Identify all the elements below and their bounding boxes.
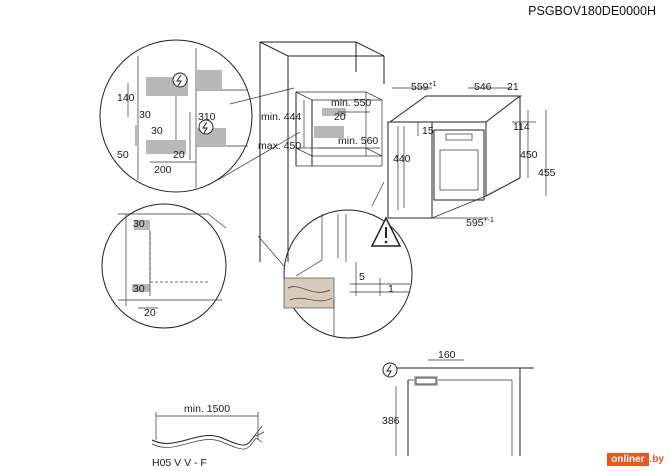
dim-min-550: min. 550 <box>331 97 371 109</box>
cable-type-label: H05 V V - F <box>152 457 207 469</box>
warning-icon <box>370 216 402 247</box>
model-code: PSGBOV180DE0000H <box>528 4 656 18</box>
dim-30: 30 <box>139 109 151 121</box>
side-detail-circle <box>101 203 227 329</box>
watermark-logo: onliner.by <box>607 451 664 467</box>
dim-310: 310 <box>198 111 216 123</box>
dim-30: 30 <box>133 218 145 230</box>
socket-position-drawing <box>382 359 534 456</box>
dim-595: 595+-1 <box>466 217 494 229</box>
dim-min-560: min. 560 <box>338 135 378 147</box>
dim-455: 455 <box>538 167 556 179</box>
clearance-detail-circle <box>283 209 413 339</box>
dim-559: 559+1 <box>411 81 437 93</box>
dim-1: 1 <box>388 283 394 295</box>
dim-20: 20 <box>144 307 156 319</box>
dim-30: 30 <box>133 283 145 295</box>
dim-140: 140 <box>117 92 135 104</box>
dim-21: 21 <box>507 81 519 93</box>
dim-20: 20 <box>173 149 185 161</box>
dim-200: 200 <box>154 164 172 176</box>
power-cable-drawing <box>151 412 265 450</box>
electricity-icon <box>172 72 188 88</box>
cable-length-label: min. 1500 <box>184 403 230 415</box>
dim-160: 160 <box>438 349 456 361</box>
dim-5: 5 <box>359 271 365 283</box>
dim-546: 546 <box>474 81 492 93</box>
electricity-icon <box>198 119 214 135</box>
dim-max-450: max. 450 <box>258 140 301 152</box>
dim-386: 386 <box>382 415 400 427</box>
dim-15: 15 <box>422 125 434 137</box>
cabinet-drawing <box>259 41 385 262</box>
dim-min-444: min. 444 <box>261 111 301 123</box>
dim-450: 450 <box>520 149 538 161</box>
oven-drawing <box>387 87 547 219</box>
dim-440: 440 <box>393 153 411 165</box>
dim-50: 50 <box>117 149 129 161</box>
dim-30: 30 <box>151 125 163 137</box>
dim-114: 114 <box>513 121 530 133</box>
top-detail-circle <box>99 39 253 193</box>
electricity-icon <box>382 362 398 378</box>
dim-20: 20 <box>334 111 346 123</box>
